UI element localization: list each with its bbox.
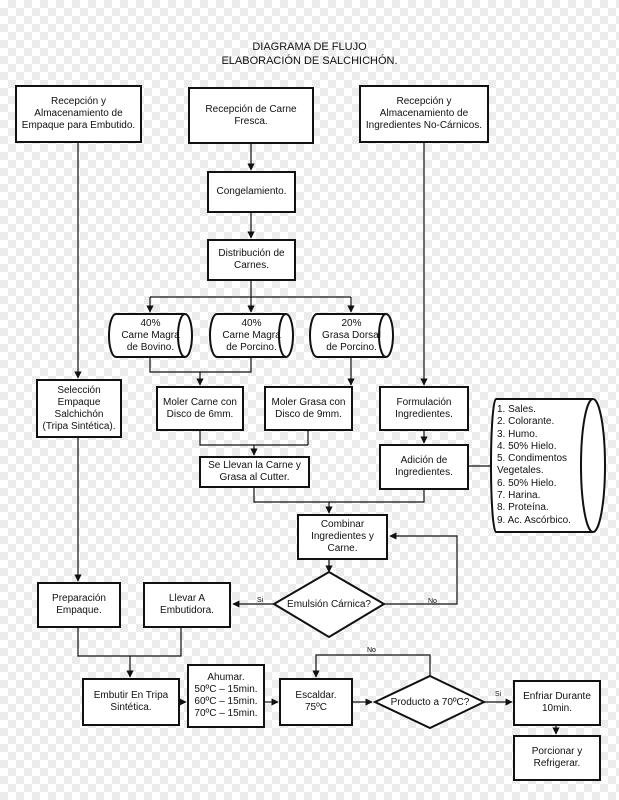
label-emulsion-yes: Si bbox=[257, 597, 264, 604]
ingredient-item: 1. Sales. bbox=[497, 404, 536, 415]
ingredient-item: 2. Colorante. bbox=[497, 416, 555, 428]
ingredient-list: 1. Sales.2. Colorante.3. Humo.4. 50% Hie… bbox=[488, 398, 607, 533]
node-embutir: Embutir En Tripa Sintética. bbox=[82, 678, 180, 726]
storage-carne-porcino: 40% Carne Magra de Porcino. bbox=[209, 313, 294, 358]
storage-label: 20% Grasa Dorsal de Porcino. bbox=[322, 317, 381, 353]
node-combinar: Combinar Ingredientes y Carne. bbox=[297, 514, 388, 560]
arrow-embutidora-to-embutir bbox=[130, 628, 182, 657]
node-moler-carne: Moler Carne con Disco de 6mm. bbox=[156, 386, 244, 431]
arrow-cutter-to-combinar bbox=[253, 488, 333, 514]
node-recepcion-ingredientes: Recepción y Almacenamiento de Ingredient… bbox=[359, 85, 489, 143]
line-moler-join bbox=[199, 431, 308, 446]
ingredient-item: 6. 50% Hielo. bbox=[497, 477, 557, 489]
node-distribucion: Distribución de Carnes. bbox=[207, 239, 296, 281]
cylinder-shape bbox=[309, 313, 394, 358]
cylinder-shape bbox=[108, 313, 193, 358]
node-moler-grasa: Moler Grasa con Disco de 9mm. bbox=[264, 386, 353, 431]
arrow-bovino-to-moler bbox=[149, 358, 204, 386]
storage-carne-bovino: 40% Carne Magra de Bovino. bbox=[108, 313, 193, 358]
node-recepcion-empaque: Recepción y Almacenamiento de Empaque pa… bbox=[15, 85, 142, 143]
diagram-subtitle: ELABORACIÓN DE SALCHICHÓN. bbox=[221, 55, 398, 67]
label-producto-no: No bbox=[367, 647, 376, 654]
line-porcino-to-moler bbox=[200, 358, 252, 373]
node-enfriar: Enfriar Durante 10min. bbox=[513, 680, 601, 726]
ingredient-item: 5. Condimentos Vegetales. bbox=[497, 453, 568, 477]
node-porcionar: Porcionar y Refrigerar. bbox=[513, 735, 601, 781]
cylinder-shape bbox=[209, 313, 294, 358]
ingredient-item: 4. 50% Hielo. bbox=[497, 440, 557, 452]
arrow-producto-no bbox=[312, 654, 431, 678]
storage-label: 40% Carne Magra de Porcino. bbox=[222, 317, 281, 353]
node-escaldar: Escaldar. 75ºC bbox=[279, 678, 353, 726]
arrow-preparacion-to-embutir bbox=[77, 628, 134, 678]
label-producto-yes: Si bbox=[495, 691, 502, 698]
node-llevar-cutter: Se Llevan la Carne y Grasa al Cutter. bbox=[199, 456, 310, 488]
node-llevar-embutidora: Llevar A Embutidora. bbox=[143, 582, 231, 628]
decision-diamond-producto bbox=[372, 674, 487, 730]
label-emulsion-no: No bbox=[428, 598, 437, 605]
node-formulacion: Formulación Ingredientes. bbox=[379, 386, 469, 431]
diagram-title: DIAGRAMA DE FLUJO bbox=[252, 41, 367, 53]
node-congelamiento: Congelamiento. bbox=[207, 171, 296, 213]
node-seleccion-empaque: Selección Empaque Salchichón (Tripa Sint… bbox=[36, 379, 122, 438]
decision-diamond-emulsion bbox=[272, 570, 386, 639]
list-cylinder-shape bbox=[490, 398, 606, 533]
ingredient-items: 1. Sales.2. Colorante.3. Humo.4. 50% Hie… bbox=[488, 398, 607, 527]
node-adicion: Adición de Ingredientes. bbox=[379, 444, 469, 490]
arrow-emulsion-no bbox=[384, 532, 458, 605]
ingredient-item: 7. Harina. bbox=[497, 490, 541, 502]
decision-producto: Producto a 70ºC? bbox=[390, 696, 470, 708]
node-ahumar: Ahumar. 50ºC – 15min. 60ºC – 15min. 70ºC… bbox=[187, 664, 265, 728]
decision-emulsion: Emulsión Cárnica? bbox=[287, 598, 371, 610]
node-preparacion: Preparación Empaque. bbox=[37, 582, 121, 628]
ingredient-item: 8. Proteína. bbox=[497, 502, 549, 514]
ingredient-item: 9. Ac. Ascórbico. bbox=[497, 514, 571, 526]
storage-grasa-dorsal: 20% Grasa Dorsal de Porcino. bbox=[309, 313, 394, 358]
node-recepcion-carne: Recepción de Carne Fresca. bbox=[188, 87, 314, 144]
ingredient-item: 3. Humo. bbox=[497, 428, 538, 440]
line-adicion-to-combinar bbox=[329, 490, 425, 503]
storage-label: 40% Carne Magra de Bovino. bbox=[121, 317, 180, 353]
